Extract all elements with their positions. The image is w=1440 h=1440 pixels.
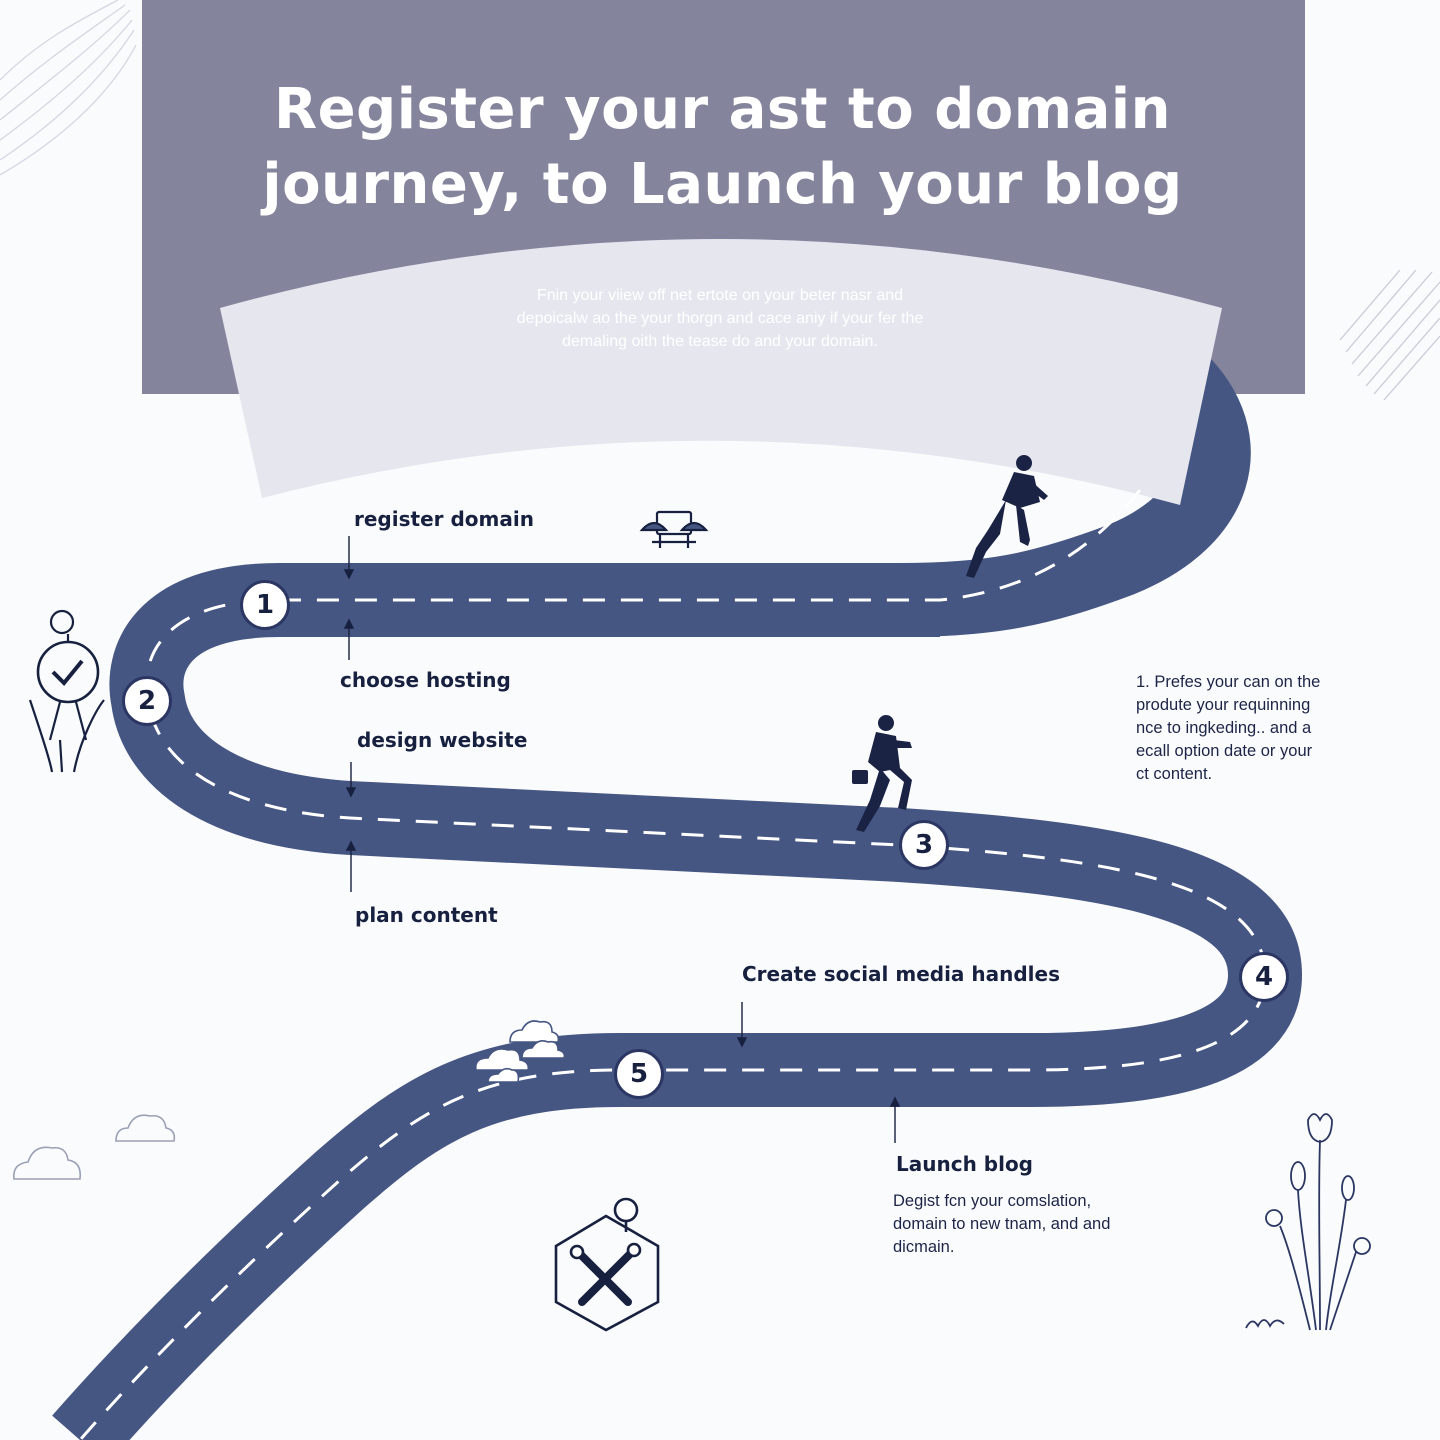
person-climbing-icon [966, 455, 1048, 578]
road-top-segment [899, 353, 1251, 637]
note-line: ecall option date or your [1136, 742, 1313, 760]
page-title-line-1: Register your ast to domain [274, 77, 1171, 142]
intro-line: Fnin your viiew off net ertote on your b… [536, 287, 904, 304]
right-note: 1. Prefes your can on the produte your r… [1136, 671, 1320, 786]
cloud-icon [474, 1020, 566, 1083]
note-line: domain to new tnam, and and [893, 1215, 1111, 1233]
step-marker-1: 1 [240, 580, 290, 630]
note-line: nce to ingkeding.. and a [1136, 719, 1312, 737]
step-marker-4: 4 [1239, 952, 1289, 1002]
step-label-launch-blog: Launch blog [896, 1152, 1034, 1176]
step-label-register-domain: register domain [354, 507, 534, 531]
note-line: Degist fcn your comslation, [893, 1192, 1092, 1210]
intro-line: demaling oith the tease do and your doma… [562, 333, 878, 350]
wrench-hexagon-icon [554, 1197, 660, 1332]
note-line: ct content. [1136, 765, 1213, 783]
check-badge-icon [28, 609, 105, 773]
step-label-social-handles: Create social media handles [742, 962, 1061, 986]
road [52, 489, 1302, 1440]
arrow-icon [343, 536, 901, 1143]
desk-chairs-icon [639, 510, 709, 548]
cloud-icon [12, 1114, 176, 1180]
diagonal-hatch-icon [1339, 269, 1440, 401]
intro-text: Fnin your viiew off net ertote on your b… [440, 284, 1000, 353]
bottom-note: Degist fcn your comslation, domain to ne… [893, 1190, 1110, 1259]
intro-banner [220, 239, 1222, 505]
step-label-choose-hosting: choose hosting [340, 668, 511, 692]
intro-line: depoicalw ao the your thorgn and cace an… [516, 310, 924, 327]
step-marker-3: 3 [899, 820, 949, 870]
step-marker-2: 2 [122, 676, 172, 726]
plant-sketch-icon [1245, 1113, 1371, 1331]
step-label-design-website: design website [357, 728, 528, 752]
swirl-lines-icon [0, 0, 137, 176]
note-line: 1. Prefes your can on the [1136, 673, 1321, 691]
step-marker-5: 5 [614, 1049, 664, 1099]
person-running-briefcase-icon [852, 715, 912, 832]
note-line: dicmain. [893, 1238, 955, 1256]
page-title-line-2: journey, to Launch your blog [262, 152, 1183, 217]
step-label-plan-content: plan content [355, 903, 498, 927]
note-line: produte your requinning [1136, 696, 1311, 714]
